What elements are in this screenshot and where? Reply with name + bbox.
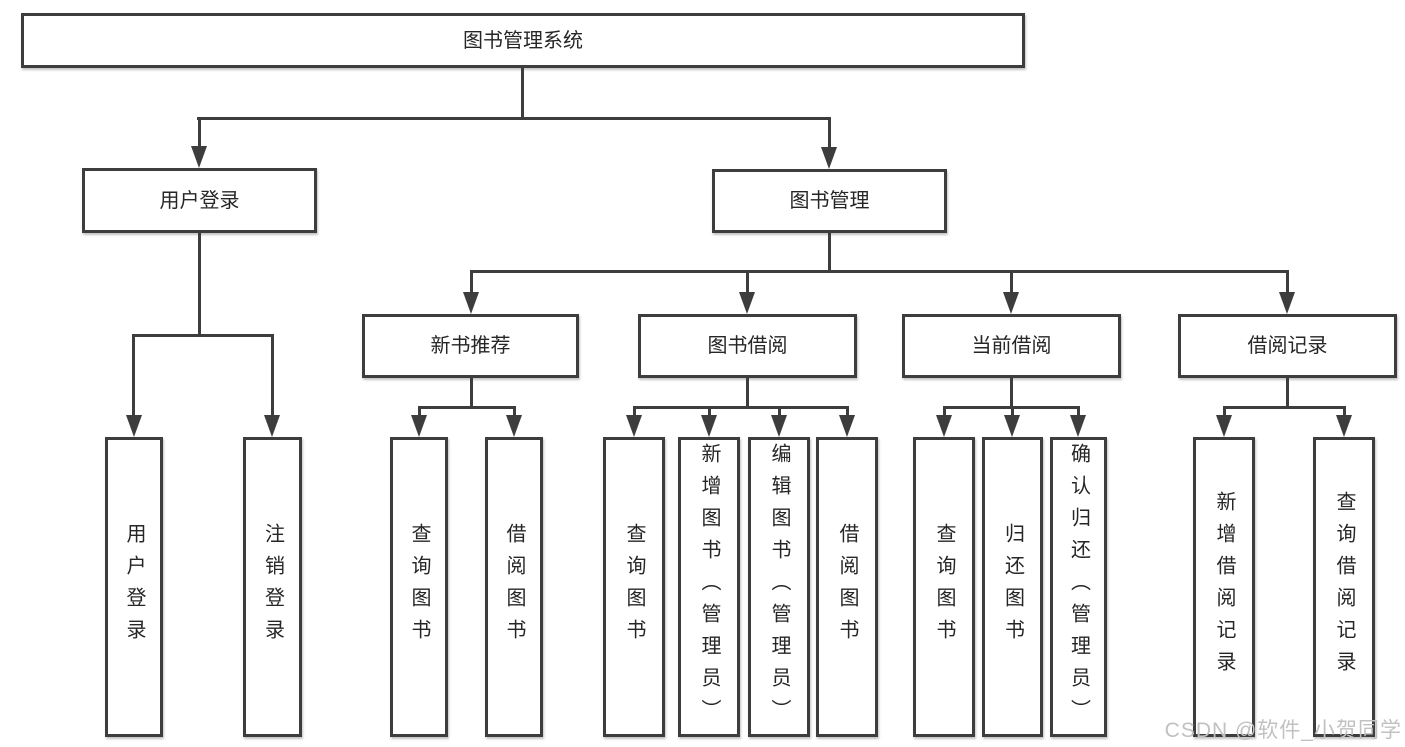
leaf-newbooks-borrow-books: 借阅图书 xyxy=(485,437,543,737)
leaf-records-query-record: 查询借阅记录 xyxy=(1313,437,1375,737)
leaf-user-login: 用户登录 xyxy=(105,437,163,737)
leaf-borrowing-query-books: 查询图书 xyxy=(603,437,665,737)
connector-vline xyxy=(1077,406,1080,420)
arrowhead-down-icon xyxy=(126,415,142,437)
arrowhead-down-icon xyxy=(1004,415,1020,437)
connector-hline xyxy=(197,117,831,120)
leaf-borrowing-edit-books-admin: 编辑图书（管理员） xyxy=(748,437,810,737)
node-current-borrowing: 当前借阅 xyxy=(902,314,1121,378)
node-book-management: 图书管理 xyxy=(712,169,947,233)
leaf-logout: 注销登录 xyxy=(243,437,302,737)
arrowhead-down-icon xyxy=(191,146,207,168)
arrowhead-down-icon xyxy=(1070,415,1086,437)
connector-vline xyxy=(746,378,749,409)
leaf-current-return-books: 归还图书 xyxy=(982,437,1043,737)
arrowhead-down-icon xyxy=(411,415,427,437)
connector-vline xyxy=(778,406,781,420)
leaf-current-query-books: 查询图书 xyxy=(913,437,975,737)
watermark: CSDN @软件_小贺同学 xyxy=(1164,719,1402,742)
connector-vline xyxy=(198,233,201,337)
connector-hline xyxy=(133,334,274,337)
arrowhead-down-icon xyxy=(821,147,837,169)
leaf-current-confirm-return-admin: 确认归还（管理员） xyxy=(1050,437,1107,737)
connector-vline xyxy=(513,406,516,420)
arrowhead-down-icon xyxy=(1336,415,1352,437)
connector-vline xyxy=(828,233,831,273)
arrowhead-down-icon xyxy=(936,415,952,437)
connector-vline xyxy=(633,406,636,420)
connector-vline xyxy=(708,406,711,420)
leaf-borrowing-add-books-admin: 新增图书（管理员） xyxy=(678,437,740,737)
connector-vline xyxy=(198,117,201,153)
arrowhead-down-icon xyxy=(771,415,787,437)
node-new-book-recommend: 新书推荐 xyxy=(362,314,579,378)
leaf-records-add-record: 新增借阅记录 xyxy=(1193,437,1255,737)
arrowhead-down-icon xyxy=(506,415,522,437)
connector-vline xyxy=(1011,406,1014,420)
connector-vline xyxy=(1223,406,1226,420)
node-borrowing-records: 借阅记录 xyxy=(1178,314,1397,378)
connector-vline xyxy=(1010,378,1013,409)
arrowhead-down-icon xyxy=(839,415,855,437)
leaf-borrowing-borrow-books: 借阅图书 xyxy=(816,437,878,737)
arrowhead-down-icon xyxy=(1003,292,1019,314)
arrowhead-down-icon xyxy=(701,415,717,437)
connector-vline xyxy=(943,406,946,420)
connector-vline xyxy=(521,68,524,120)
connector-vline xyxy=(846,406,849,420)
connector-hline xyxy=(1223,406,1346,409)
node-user-login: 用户登录 xyxy=(82,168,317,233)
connector-hline xyxy=(418,406,516,409)
connector-vline xyxy=(418,406,421,420)
connector-hline xyxy=(470,270,1289,273)
arrowhead-down-icon xyxy=(739,292,755,314)
connector-hline xyxy=(633,406,849,409)
leaf-newbooks-query-books: 查询图书 xyxy=(390,437,448,737)
arrowhead-down-icon xyxy=(1279,292,1295,314)
arrowhead-down-icon xyxy=(1216,415,1232,437)
connector-vline xyxy=(1286,270,1289,298)
connector-vline xyxy=(1286,378,1289,409)
connector-vline xyxy=(132,334,135,420)
node-book-borrowing: 图书借阅 xyxy=(638,314,857,378)
connector-vline xyxy=(470,378,473,409)
connector-vline xyxy=(1010,270,1013,298)
arrowhead-down-icon xyxy=(264,415,280,437)
connector-vline xyxy=(746,270,749,298)
node-library-system: 图书管理系统 xyxy=(21,13,1025,68)
connector-vline xyxy=(828,117,831,153)
arrowhead-down-icon xyxy=(463,292,479,314)
connector-vline xyxy=(470,270,473,298)
arrowhead-down-icon xyxy=(626,415,642,437)
connector-vline xyxy=(1343,406,1346,420)
connector-vline xyxy=(271,334,274,420)
